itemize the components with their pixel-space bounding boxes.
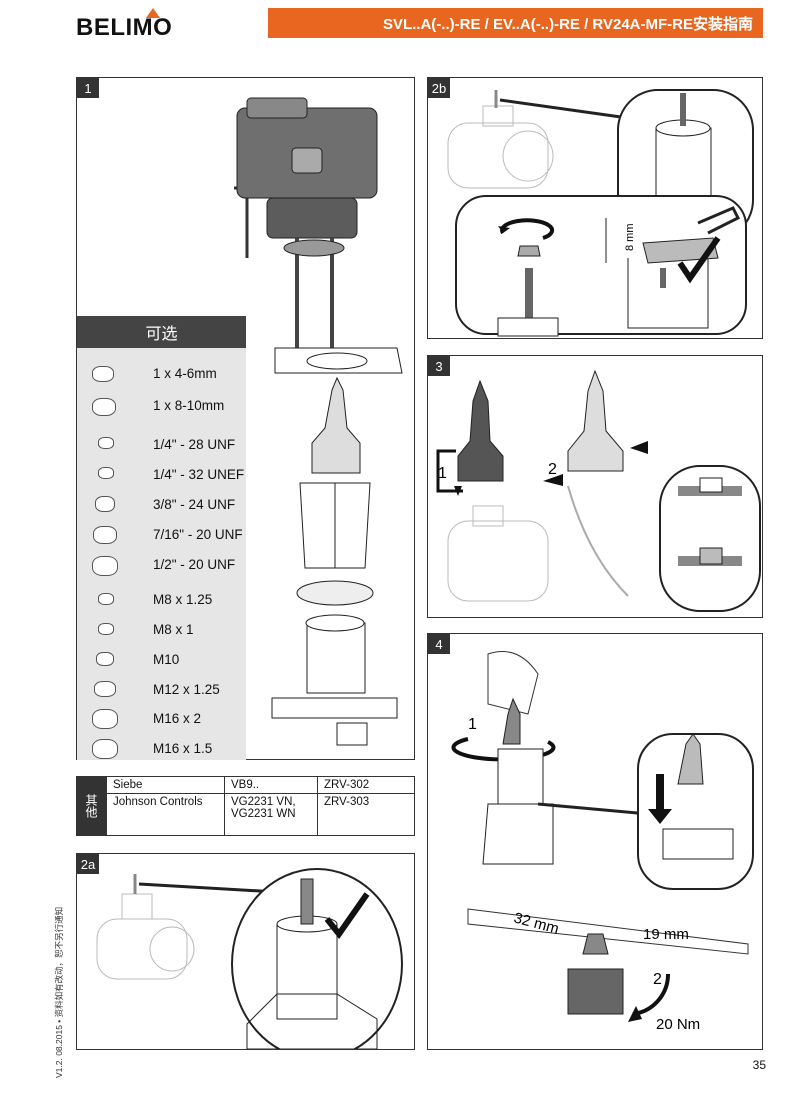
optional-item: M8 x 1 — [153, 622, 194, 637]
panel-number: 1 — [77, 78, 99, 98]
table-cell: Johnson Controls — [106, 793, 225, 836]
panel-number: 4 — [428, 634, 450, 654]
compatibility-label: 其他 — [76, 776, 107, 836]
optional-item: 1/4" - 28 UNF — [153, 437, 236, 452]
brand-logo: BELIMO — [76, 8, 173, 42]
panel-number: 2a — [77, 854, 99, 874]
optional-parts-title: 可选 — [77, 316, 246, 348]
optional-item: 1 x 4-6mm — [153, 366, 217, 381]
nut-icon — [95, 496, 115, 512]
version-note: V1.2. 08.2015 • 资料如有改动，恕不另行通知 — [54, 906, 64, 1078]
document-title: SVL..A(-..)-RE / EV..A(-..)-RE / RV24A-M… — [382, 15, 753, 33]
nut-icon — [92, 556, 118, 576]
nut-icon — [96, 652, 114, 666]
optional-item: 1/4" - 32 UNEF — [153, 467, 245, 482]
optional-item: 1/2" - 20 UNF — [153, 557, 236, 572]
nut-icon — [93, 526, 117, 544]
nut-icon — [92, 709, 118, 729]
panel-number: 2b — [428, 78, 450, 98]
nut-icon — [98, 623, 114, 635]
panel-2a: 2a — [76, 853, 415, 1050]
optional-item: M8 x 1.25 — [153, 592, 213, 607]
table-cell: VB9.. — [224, 776, 318, 794]
nut-icon — [92, 398, 116, 416]
brand-name: BELIMO — [76, 14, 173, 41]
panel-2b: 2b 8 mm — [427, 77, 763, 339]
compatibility-table: 其他 Siebe VB9.. ZRV-302 Johnson Controls … — [76, 776, 415, 836]
table-cell: ZRV-302 — [317, 776, 415, 794]
wrench-size-label: 32 mm — [512, 909, 561, 937]
nut-icon — [98, 437, 114, 449]
document-title-bar: SVL..A(-..)-RE / EV..A(-..)-RE / RV24A-M… — [268, 8, 763, 38]
step-number: 1 — [468, 716, 477, 733]
table-cell: Siebe — [106, 776, 225, 794]
panel-number: 3 — [428, 356, 450, 376]
optional-item: M16 x 1.5 — [153, 741, 213, 756]
table-cell: ZRV-303 — [317, 793, 415, 836]
optional-item: M12 x 1.25 — [153, 682, 220, 697]
adapter-clip-illustration: 1 2 — [436, 369, 761, 612]
nut-icon — [92, 366, 114, 382]
table-row: Johnson Controls VG2231 VN, VG2231 WN ZR… — [77, 793, 415, 836]
valve-stem-illustration — [96, 868, 403, 1049]
adapter-mounting-illustration: 8 mm — [447, 89, 754, 337]
table-row: 其他 Siebe VB9.. ZRV-302 — [76, 776, 415, 836]
step-number: 2 — [653, 971, 662, 988]
panel-4: 4 1 32 mm 19 mm 2 20 Nm — [427, 633, 763, 1050]
optional-item: 3/8" - 24 UNF — [153, 497, 236, 512]
nut-icon — [98, 593, 114, 605]
optional-item: M16 x 2 — [153, 711, 202, 726]
torque-label: 20 Nm — [656, 1016, 700, 1033]
dimension-label: 8 mm — [624, 224, 636, 252]
nut-icon — [98, 467, 114, 479]
optional-item: M10 — [153, 652, 180, 667]
step-number: 1 — [438, 465, 447, 482]
adapter-tightening-illustration: 1 32 mm 19 mm 2 20 Nm — [451, 651, 754, 1033]
page-number: 35 — [752, 1058, 766, 1072]
actuator-exploded-illustration — [234, 97, 403, 746]
nut-icon — [92, 739, 118, 759]
optional-item: 1 x 8-10mm — [153, 398, 225, 413]
nut-icon — [94, 681, 116, 697]
wrench-size-label: 19 mm — [643, 926, 689, 943]
step-number: 2 — [548, 461, 557, 478]
table-cell: VG2231 VN, VG2231 WN — [224, 793, 318, 836]
optional-item: 7/16" - 20 UNF — [153, 527, 243, 542]
panel-3: 3 1 2 — [427, 355, 763, 618]
logo-triangle-icon — [146, 8, 160, 18]
